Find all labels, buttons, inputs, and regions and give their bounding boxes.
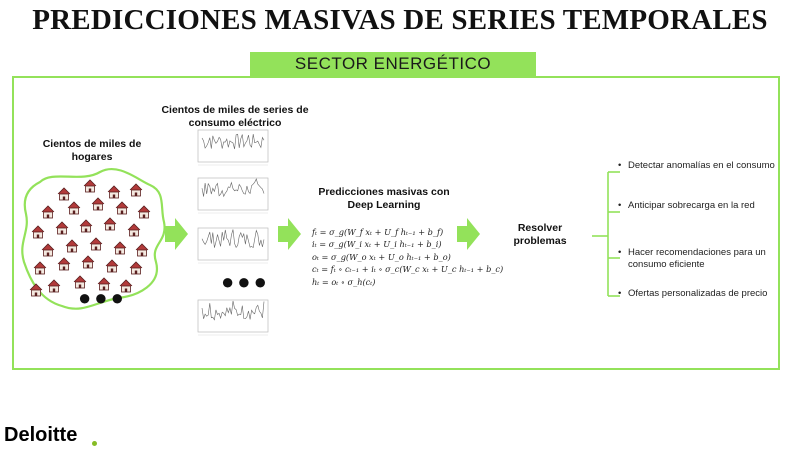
- house-icon: [129, 183, 143, 197]
- deep-learning-label: Predicciones masivas con Deep Learning: [318, 186, 450, 211]
- outcome-item: •Hacer recomendaciones para un consumo e…: [618, 247, 766, 270]
- time-series-group: [197, 129, 269, 336]
- resolve-label: Resolver problemas: [513, 222, 567, 247]
- houses-group: [29, 179, 151, 297]
- logo-dot: [92, 441, 97, 446]
- house-icon: [129, 261, 143, 275]
- house-icon: [115, 201, 129, 215]
- time-series-thumbnail: [197, 177, 269, 214]
- house-icon: [81, 255, 95, 269]
- page-title: PREDICCIONES MASIVAS DE SERIES TEMPORALE…: [32, 4, 768, 36]
- outcome-item: •Ofertas personalizadas de precio: [618, 288, 768, 299]
- house-icon: [91, 197, 105, 211]
- time-series-thumbnail: [197, 129, 269, 166]
- house-icon: [41, 243, 55, 257]
- right-arrow-icon: [457, 218, 480, 250]
- outcome-item: •Detectar anomalías en el consumo: [618, 160, 775, 171]
- right-arrow-icon: [278, 218, 301, 250]
- house-icon: [41, 205, 55, 219]
- house-icon: [79, 219, 93, 233]
- households-cluster-outline: [21, 168, 166, 310]
- time-series-thumbnail: [197, 299, 269, 336]
- house-icon: [55, 221, 69, 235]
- house-icon: [67, 201, 81, 215]
- diagram-frame: [12, 76, 780, 370]
- house-icon: [135, 243, 149, 257]
- house-icon: [107, 185, 121, 199]
- series-label: Cientos de miles de series de consumo el…: [161, 104, 309, 129]
- house-icon: [105, 259, 119, 273]
- time-series-thumbnail: [197, 227, 269, 264]
- house-icon: [57, 257, 71, 271]
- households-label: Cientos de miles de hogares: [42, 138, 142, 163]
- house-icon: [29, 283, 43, 297]
- sector-banner: SECTOR ENERGÉTICO: [250, 52, 536, 76]
- house-icon: [103, 217, 117, 231]
- house-icon: [31, 225, 45, 239]
- house-icon: [113, 241, 127, 255]
- house-icon: [65, 239, 79, 253]
- house-icon: [127, 223, 141, 237]
- equation-cell-state: cₜ = fₜ ∘ cₜ₋₁ + iₜ ∘ σ_c(W_c xₜ + U_c h…: [312, 264, 504, 275]
- house-icon: [33, 261, 47, 275]
- house-icon: [73, 275, 87, 289]
- equation-forget-gate: fₜ = σ_g(W_f xₜ + U_f hₜ₋₁ + b_f): [312, 227, 444, 237]
- equation-output-gate: oₜ = σ_g(W_o xₜ + U_o hₜ₋₁ + b_o): [312, 251, 451, 262]
- house-icon: [83, 179, 97, 193]
- equation-input-gate: iₜ = σ_g(W_i xₜ + U_i hₜ₋₁ + b_i): [312, 239, 442, 250]
- households-ellipsis: ●●●: [78, 285, 127, 310]
- house-icon: [89, 237, 103, 251]
- equation-hidden-state: hₜ = oₜ ∘ σ_h(cₜ): [312, 276, 376, 287]
- house-icon: [119, 279, 133, 293]
- outcome-item: •Anticipar sobrecarga en la red: [618, 200, 755, 211]
- right-arrow-icon: [165, 218, 188, 250]
- house-icon: [137, 205, 151, 219]
- bracket-connector: [592, 171, 620, 297]
- series-ellipsis: ●●●: [221, 269, 270, 294]
- house-icon: [57, 187, 71, 201]
- lstm-equations: fₜ = σ_g(W_f xₜ + U_f hₜ₋₁ + b_f) iₜ = σ…: [312, 226, 503, 288]
- deloitte-logo: Deloitte: [4, 424, 78, 446]
- house-icon: [97, 277, 111, 291]
- house-icon: [47, 279, 61, 293]
